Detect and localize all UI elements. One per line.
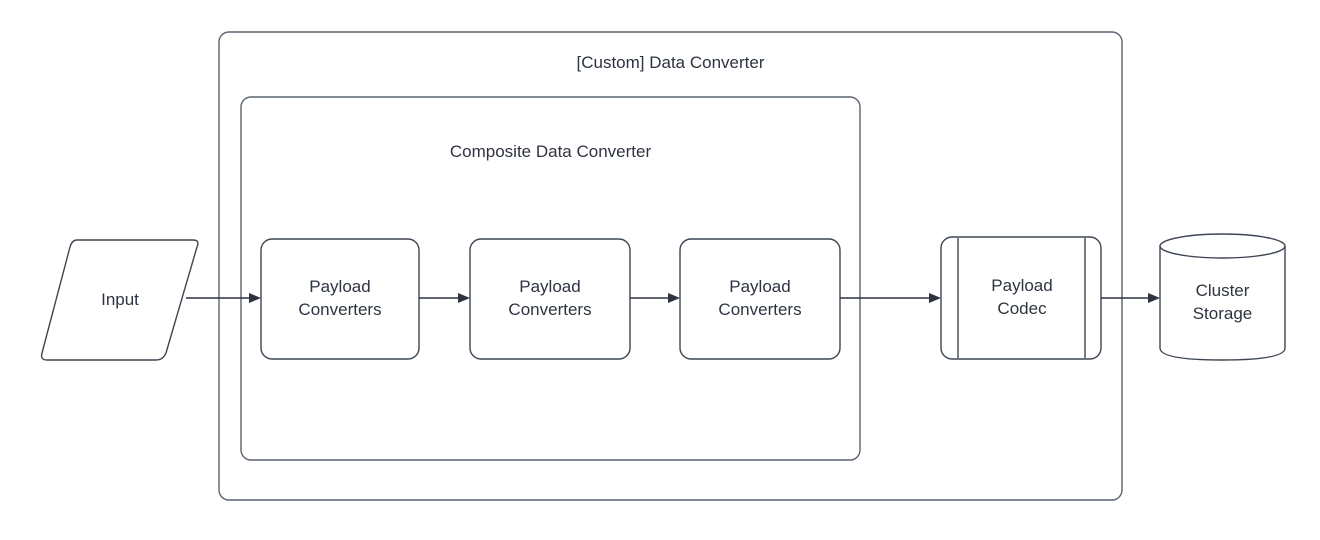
node-label-payload-converters-2-wrap: Payload Converters (470, 239, 630, 359)
node-input-shape[interactable] (40, 239, 199, 361)
connector-pc2-to-pc3-arrowhead (668, 293, 680, 303)
connector-codec-to-storage-arrowhead (1148, 293, 1160, 303)
node-label-payload-converters-1-wrap: Payload Converters (261, 239, 419, 359)
node-label-cluster-storage-wrap: Cluster Storage (1160, 246, 1285, 360)
node-cluster-storage-body[interactable] (1159, 245, 1286, 361)
node-payload-converters-3-shape[interactable] (679, 238, 841, 360)
node-label-input-wrap: Input (40, 240, 200, 360)
node-label-cluster-storage: Cluster Storage (1192, 281, 1253, 323)
node-label-payload-converters-3: Payload Converters (718, 277, 802, 319)
connector-pc1-to-pc2-arrowhead (458, 293, 470, 303)
node-label-payload-converters-1: Payload Converters (298, 277, 382, 319)
node-label-payload-codec-wrap: Payload Codec (958, 237, 1086, 359)
node-cluster-storage-top-ellipse (1159, 233, 1286, 259)
node-label-payload-converters-2: Payload Converters (508, 277, 592, 319)
container-custom-data-converter[interactable] (218, 31, 1123, 501)
container-composite-data-converter[interactable] (240, 96, 861, 461)
node-payload-converters-2-shape[interactable] (469, 238, 631, 360)
node-payload-converters-1-shape[interactable] (260, 238, 420, 360)
connector-pc3-to-codec-arrowhead (929, 293, 941, 303)
node-label-input: Input (101, 289, 139, 309)
node-label-payload-codec: Payload Codec (991, 276, 1053, 318)
node-label-payload-converters-3-wrap: Payload Converters (680, 239, 840, 359)
connector-input-to-pc1-arrowhead (249, 293, 261, 303)
